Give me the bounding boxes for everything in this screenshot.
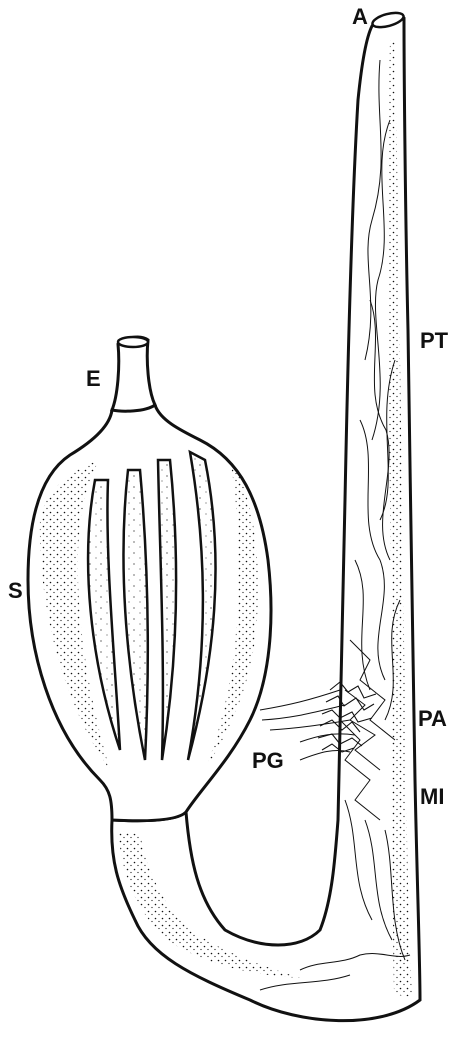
esophagus-opening [118,337,148,347]
label-s: S [8,580,23,602]
label-mi: MI [420,786,444,808]
label-pa: PA [418,708,447,730]
label-e: E [86,368,101,390]
label-pt: PT [420,330,448,352]
label-a: A [352,6,368,28]
label-pg: PG [252,750,284,772]
